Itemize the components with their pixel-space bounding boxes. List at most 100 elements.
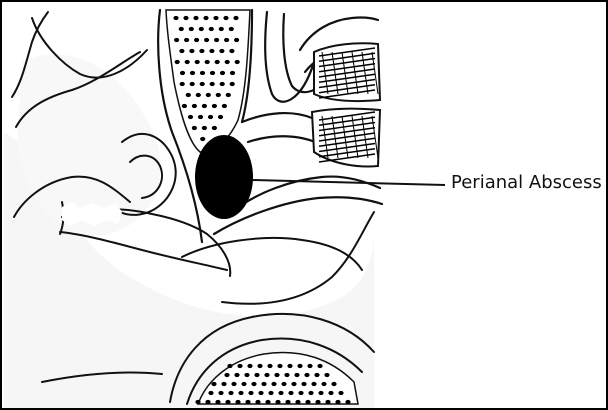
mucosa-dot: [190, 82, 195, 86]
upper-dotted-region: [166, 10, 250, 152]
mucosa-dot: [235, 60, 240, 64]
mucosa-dot: [247, 364, 252, 368]
mucosa-dot: [205, 400, 210, 404]
mucosa-dot: [195, 400, 200, 404]
mucosa-dot: [222, 104, 227, 108]
mucosa-dot: [175, 60, 180, 64]
mucosa-dot: [237, 364, 242, 368]
mucosa-dot: [188, 115, 193, 119]
mucosa-dot: [311, 382, 316, 386]
mucosa-dot: [200, 71, 205, 75]
mucosa-dot: [257, 364, 262, 368]
mucosa-dot: [318, 391, 323, 395]
mucosa-dot: [287, 364, 292, 368]
mucosa-dot: [183, 16, 188, 20]
mucosa-dot: [189, 49, 194, 53]
mucosa-dot: [219, 27, 224, 31]
mucosa-dot: [241, 382, 246, 386]
mucosa-dot: [238, 391, 243, 395]
mucosa-dot: [206, 93, 211, 97]
mucosa-dot: [294, 373, 299, 377]
mucosa-dot: [297, 364, 302, 368]
mucosa-dot: [251, 382, 256, 386]
mucosa-dot: [221, 382, 226, 386]
canal-inner-line-1: [265, 12, 314, 102]
mucosa-dot: [190, 71, 195, 75]
mucosa-dot: [220, 82, 225, 86]
mucosa-dot: [231, 382, 236, 386]
mucosa-dot: [331, 382, 336, 386]
mucosa-dot: [220, 71, 225, 75]
mucosa-dot: [179, 49, 184, 53]
mucosa-dot: [215, 400, 220, 404]
mucosa-dot: [244, 373, 249, 377]
mucosa-dot: [314, 373, 319, 377]
mucosa-dot: [219, 49, 224, 53]
mucosa-dot: [345, 400, 350, 404]
mucosa-dot: [203, 16, 208, 20]
mucosa-dot: [226, 93, 231, 97]
mucosa-dot: [196, 93, 201, 97]
mucosa-dot: [189, 27, 194, 31]
upper-dotted-border: [166, 10, 250, 152]
mucosa-dot: [230, 71, 235, 75]
mucosa-dot: [245, 400, 250, 404]
abscess-label: Perianal Abscess: [451, 172, 602, 194]
mucosa-dot: [209, 49, 214, 53]
mucosa-dot: [305, 400, 310, 404]
mucosa-dot: [195, 60, 200, 64]
mucosa-dot: [200, 137, 205, 141]
mucosa-dot: [185, 60, 190, 64]
mucosa-dot: [205, 60, 210, 64]
mucosa-dot: [209, 27, 214, 31]
mucosa-dot: [264, 373, 269, 377]
mucosa-dot: [214, 38, 219, 42]
mucosa-dot: [225, 60, 230, 64]
mucosa-dot: [212, 126, 217, 130]
mucosa-dot: [224, 373, 229, 377]
mucosa-dot: [254, 373, 259, 377]
mucosa-dot: [210, 71, 215, 75]
mucosa-dot: [208, 391, 213, 395]
mucosa-dot: [267, 364, 272, 368]
mucosa-dot: [204, 38, 209, 42]
mucosa-dot: [274, 373, 279, 377]
mucosa-dot: [213, 16, 218, 20]
mucosa-dot: [308, 391, 313, 395]
mucosa-dot: [186, 93, 191, 97]
mucosa-dot: [229, 49, 234, 53]
mucosa-dot: [281, 382, 286, 386]
abscess-leader-line: [252, 180, 445, 185]
mucosa-dot: [338, 391, 343, 395]
mucosa-dot: [211, 382, 216, 386]
mucosa-dot: [277, 364, 282, 368]
mucosa-dot: [278, 391, 283, 395]
mucosa-dot: [199, 49, 204, 53]
mucosa-dot: [295, 400, 300, 404]
mucosa-dot: [317, 364, 322, 368]
mucosa-dot: [199, 27, 204, 31]
mucosa-dot: [174, 38, 179, 42]
mucosa-dot: [182, 104, 187, 108]
mucosa-dot: [200, 82, 205, 86]
mucosa-dot: [229, 27, 234, 31]
mucosa-dot: [328, 391, 333, 395]
mucosa-dot: [202, 104, 207, 108]
mucosa-dot: [288, 391, 293, 395]
perianal-abscess: [195, 135, 253, 219]
mucosa-dot: [193, 16, 198, 20]
mucosa-dot: [198, 115, 203, 119]
mucosa-dot: [218, 115, 223, 119]
mucosa-dot: [208, 115, 213, 119]
mucosa-dot: [307, 364, 312, 368]
mucosa-dot: [248, 391, 253, 395]
mucosa-dot: [192, 126, 197, 130]
mucosa-dot: [179, 27, 184, 31]
mucosa-dot: [218, 391, 223, 395]
mucosa-dot: [291, 382, 296, 386]
mucosa-dot: [284, 373, 289, 377]
mucosa-dot: [192, 104, 197, 108]
mucosa-dot: [301, 382, 306, 386]
mucosa-dot: [225, 400, 230, 404]
